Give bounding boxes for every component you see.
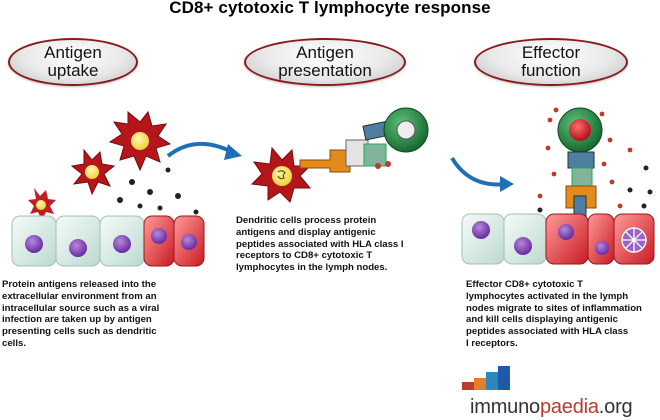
stage-label-effector-function: Effector function	[474, 38, 628, 86]
tissue-cells-1	[11, 215, 205, 267]
brand-name[interactable]: immunopaedia.org	[470, 396, 633, 419]
mhc-tcr-complex-2	[299, 107, 429, 173]
stage-label-antigen-uptake: Antigen uptake	[8, 38, 138, 86]
brand-part-2: paedia	[539, 396, 599, 418]
dendritic-cell-bottom	[28, 188, 56, 220]
description-effector-function: Effector CD8+ cytotoxic T lymphocytes ac…	[466, 279, 642, 349]
stage-label-antigen-presentation: Antigen presentation	[244, 38, 406, 86]
tissue-cells-3	[461, 213, 655, 265]
effector-t-cell	[557, 107, 603, 221]
dendritic-cell-small	[70, 148, 116, 196]
figure-title: CD8+ cytotoxic T lymphocyte response	[169, 0, 491, 17]
immunopaedia-logo	[462, 366, 510, 390]
description-antigen-uptake: Protein antigens released into the extra…	[2, 279, 160, 349]
description-antigen-presentation: Dendritic cells process protein antigens…	[236, 215, 404, 274]
arrow-1	[166, 141, 242, 160]
brand-part-1: immuno	[470, 396, 540, 418]
dendritic-cell-presenting	[250, 146, 312, 203]
brand-part-3: .org	[598, 396, 633, 418]
arrow-2	[450, 156, 514, 192]
granules	[537, 107, 633, 209]
dendritic-cell-large	[108, 110, 172, 172]
